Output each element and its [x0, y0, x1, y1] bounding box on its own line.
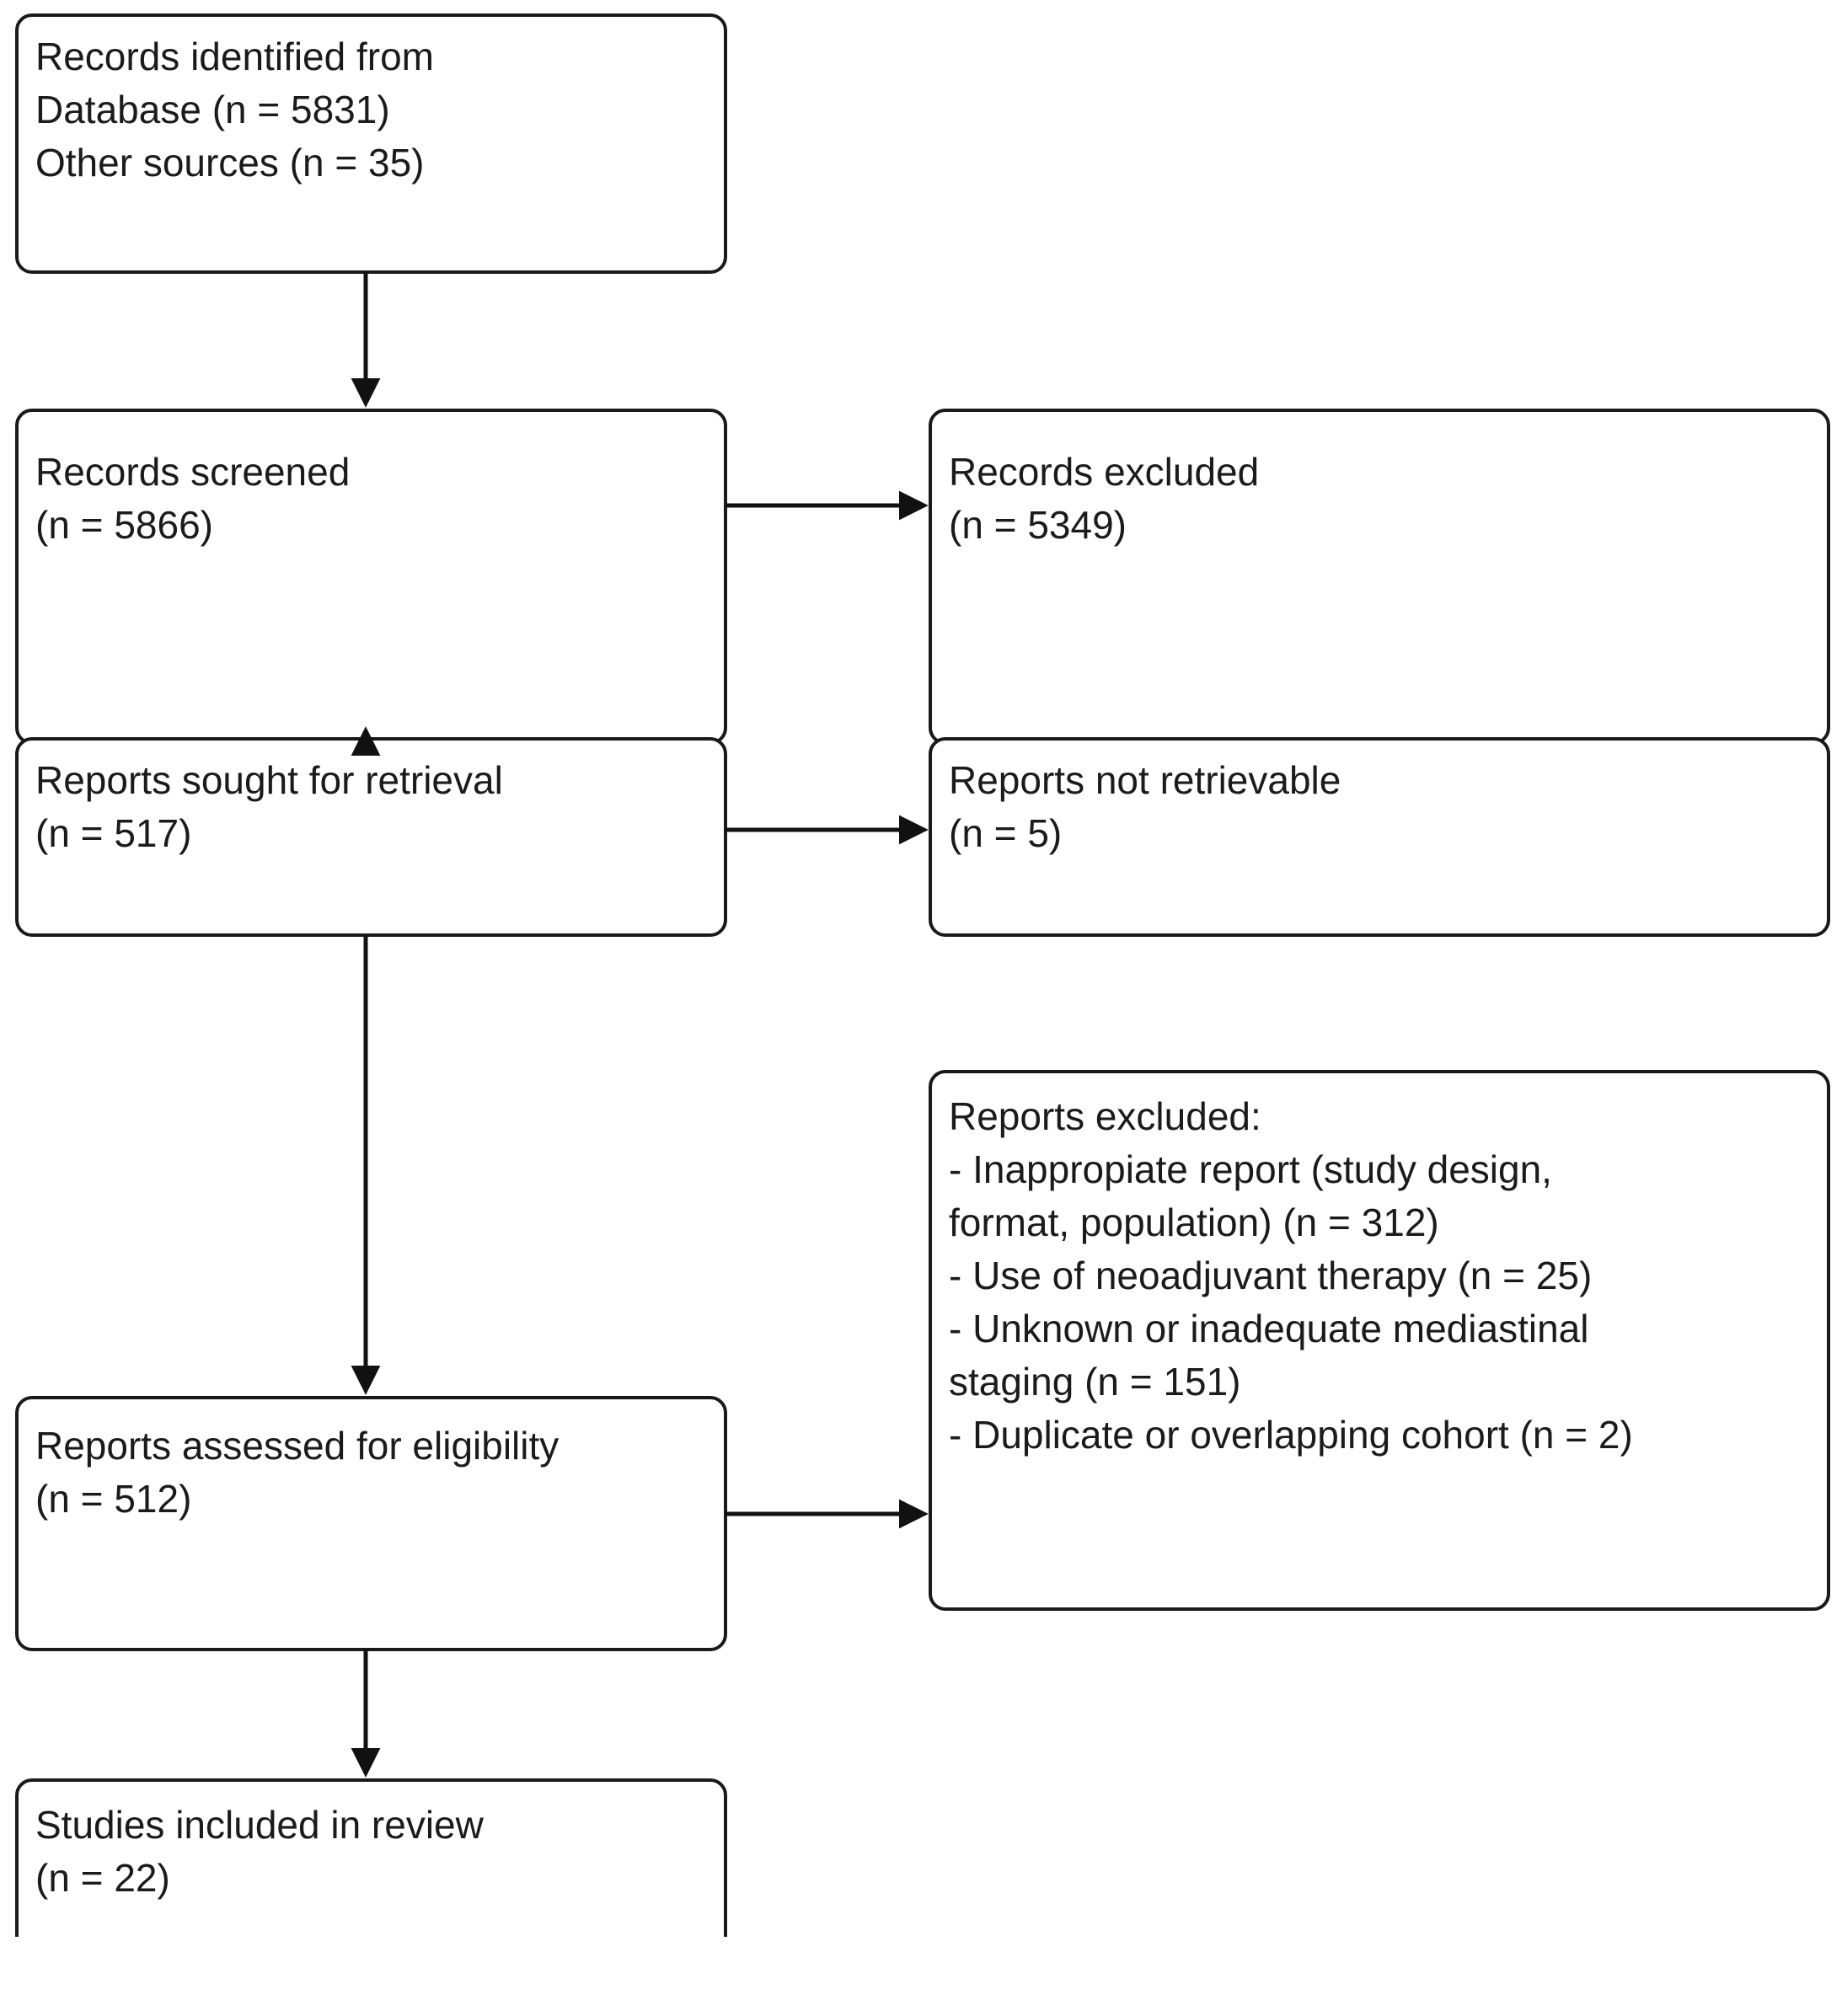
- records-excluded-box: Records excluded (n = 5349): [930, 410, 1829, 743]
- records-identified-box: Records identified from Database (n = 58…: [17, 15, 726, 272]
- reports-excluded-line-6: staging (n = 151): [949, 1360, 1241, 1404]
- reports-not-retrievable-line-2: (n = 5): [949, 811, 1063, 855]
- reports-assessed-line-1: Reports assessed for eligibility: [35, 1424, 560, 1468]
- reports-excluded-line-2: - Inappropiate report (study design,: [949, 1147, 1552, 1191]
- records-identified-box-outline: [15, 13, 727, 274]
- reports-assessed-line-2: (n = 512): [35, 1477, 192, 1521]
- reports-excluded-line-5: - Unknown or inadequate mediastinal: [949, 1307, 1589, 1350]
- records-screened-line-1: Records screened: [35, 450, 351, 494]
- reports-assessed-for-eligibility-box: Reports assessed for eligibility (n = 51…: [17, 1398, 726, 1650]
- records-screened-line-2: (n = 5866): [35, 503, 213, 547]
- flow-diagram-canvas: [15, 13, 1830, 1937]
- reports-not-retrievable-line-1: Reports not retrievable: [949, 758, 1341, 802]
- reports-excluded-box: Reports excluded: - Inappropiate report …: [930, 1072, 1829, 1609]
- reports-not-retrievable-box: Reports not retrievable (n = 5): [930, 739, 1829, 935]
- records-excluded-line-2: (n = 5349): [949, 503, 1127, 547]
- reports-assessed-box-outline: [15, 1396, 727, 1651]
- records-excluded-line-1: Records excluded: [949, 450, 1260, 494]
- reports-excluded-line-1: Reports excluded:: [949, 1094, 1261, 1138]
- records-screened-box: Records screened (n = 5866): [17, 410, 726, 743]
- reports-excluded-box-outline: [929, 1070, 1830, 1611]
- studies-included-line-1: Studies included in review: [35, 1803, 484, 1847]
- reports-excluded-line-3: format, population) (n = 312): [949, 1201, 1439, 1244]
- studies-included-line-2: (n = 22): [35, 1856, 170, 1900]
- reports-excluded-line-7: - Duplicate or overlapping cohort (n = 2…: [949, 1413, 1633, 1457]
- reports-not-retrievable-box-outline: [929, 737, 1830, 937]
- reports-sought-line-1: Reports sought for retrieval: [35, 758, 503, 802]
- reports-sought-line-2: (n = 517): [35, 811, 192, 855]
- studies-included-in-review-box: Studies included in review (n = 22): [17, 1780, 726, 2016]
- reports-excluded-line-4: - Use of neoadjuvant therapy (n = 25): [949, 1254, 1593, 1297]
- records-identified-line-3: Other sources (n = 35): [35, 141, 425, 184]
- records-identified-line-1: Records identified from: [35, 35, 434, 78]
- records-identified-line-2: Database (n = 5831): [35, 88, 390, 131]
- prisma-flow-diagram: Records identified from Database (n = 58…: [15, 13, 1830, 1937]
- reports-sought-for-retrieval-box: Reports sought for retrieval (n = 517): [17, 739, 726, 935]
- studies-included-box-outline: [15, 1778, 727, 1937]
